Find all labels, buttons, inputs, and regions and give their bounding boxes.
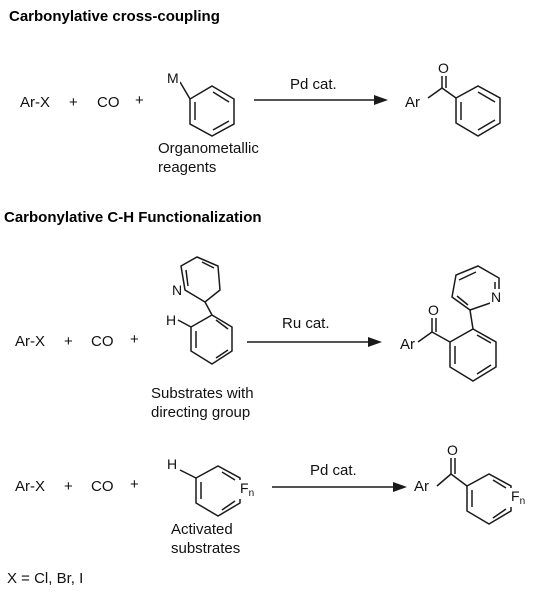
organometallic-benzene-ring — [179, 81, 235, 137]
section-title-ch-functionalization: Carbonylative C-H Functionalization — [4, 209, 262, 226]
metal-atom-label: M — [166, 70, 180, 86]
reactant-aryl-halide: Ar-X — [15, 478, 45, 495]
organometallic-reagents-caption: Organometallic reagents — [158, 140, 259, 176]
reaction-arrow-1 — [254, 95, 388, 105]
catalyst-label-3: Pd cat. — [310, 462, 357, 479]
reactant-aryl-halide: Ar-X — [20, 94, 50, 111]
plus-sign: + — [130, 331, 139, 348]
product-aryl-label: Ar — [405, 94, 420, 111]
plus-sign: + — [135, 92, 144, 109]
phenylpyridine-reagent — [177, 256, 233, 365]
oxygen-atom-label: O — [427, 302, 440, 318]
catalyst-label-1: Pd cat. — [290, 76, 337, 93]
reactant-co: CO — [97, 94, 120, 111]
hydrogen-atom-label: H — [165, 312, 178, 328]
product-aryl-label: Ar — [400, 336, 415, 353]
plus-sign: + — [64, 333, 73, 350]
plus-sign: + — [64, 478, 73, 495]
oxygen-atom-label: O — [437, 60, 450, 76]
directing-group-caption: Substrates with directing group — [151, 385, 254, 421]
activated-substrates-caption: Activated substrates — [171, 521, 241, 557]
reaction-arrow-2 — [247, 337, 382, 347]
catalyst-label-2: Ru cat. — [282, 315, 330, 332]
product-2-ketone — [417, 265, 500, 382]
fluorine-substituent-label: Fn — [239, 480, 256, 499]
halide-footnote: X = Cl, Br, I — [7, 570, 84, 587]
reaction-arrow-3 — [272, 482, 407, 492]
reactant-aryl-halide: Ar-X — [15, 333, 45, 350]
product-3-ketone — [436, 456, 512, 525]
nitrogen-atom-label: N — [171, 282, 184, 298]
plus-sign: + — [130, 476, 139, 493]
hydrogen-atom-label: H — [166, 456, 179, 472]
section-title-cross-coupling: Carbonylative cross-coupling — [9, 8, 220, 25]
fluorine-substituent-label: Fn — [510, 488, 527, 507]
nitrogen-atom-label: N — [490, 289, 503, 305]
product-aryl-label: Ar — [414, 478, 429, 495]
plus-sign: + — [69, 94, 78, 111]
reactant-co: CO — [91, 333, 114, 350]
reactant-co: CO — [91, 478, 114, 495]
oxygen-atom-label: O — [446, 442, 459, 458]
activated-substrate-ring — [179, 465, 241, 517]
product-1-ketone — [427, 72, 501, 137]
